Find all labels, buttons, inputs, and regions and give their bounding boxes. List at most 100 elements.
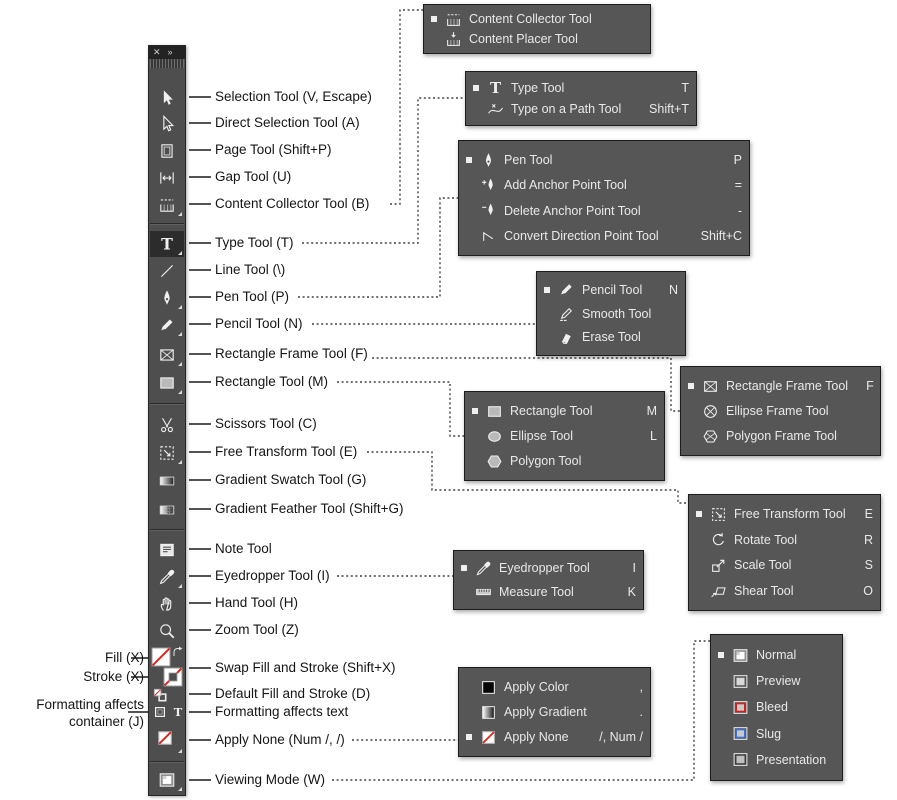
tool-direct-selection[interactable]: [150, 111, 184, 137]
flyout-item[interactable]: Normal: [718, 646, 835, 664]
tool-note[interactable]: [150, 537, 184, 563]
tool-zoom[interactable]: [150, 618, 184, 644]
flyout-item[interactable]: Polygon Tool: [472, 452, 657, 470]
flyout-item[interactable]: Smooth Tool: [544, 305, 678, 323]
tool-pen[interactable]: [150, 285, 184, 311]
callout-label: Type Tool (T): [215, 235, 294, 250]
callout-label: Swap Fill and Stroke (Shift+X): [215, 660, 396, 675]
tool-apply-none[interactable]: [150, 725, 184, 755]
slug-icon: [730, 725, 750, 743]
tool-eyedropper[interactable]: [150, 564, 184, 590]
flyout-item-shortcut: ,: [639, 680, 643, 694]
tool-selection[interactable]: [150, 85, 184, 111]
flyout-item[interactable]: Polygon Frame Tool: [688, 427, 873, 445]
tool-default-fill-stroke[interactable]: [150, 687, 184, 703]
flyout-item-label: Polygon Frame Tool: [726, 429, 837, 443]
callout-label-fill: Fill (X): [105, 650, 144, 665]
tool-gap[interactable]: [150, 165, 184, 191]
flyout-item[interactable]: Content Placer Tool: [431, 30, 643, 48]
tool-rectangle-frame[interactable]: [150, 342, 184, 368]
current-tool-indicator: [688, 383, 694, 389]
callout-label: Pen Tool (P): [215, 289, 290, 304]
tool-page[interactable]: [150, 138, 184, 164]
tool-gradient-swatch[interactable]: [150, 468, 184, 494]
flyout-item-shortcut: M: [646, 404, 657, 418]
toolbar-separator: [150, 529, 184, 530]
ellipse-icon: [484, 427, 504, 445]
flyout-item-shortcut: I: [632, 561, 636, 576]
fill-swatch[interactable]: [151, 647, 171, 667]
viewing-mode-icon: [158, 771, 176, 789]
callout-label: Page Tool (Shift+P): [215, 142, 332, 157]
flyout-item[interactable]: Apply Color,: [466, 678, 643, 696]
flyout-item-label: Scale Tool: [734, 558, 792, 573]
toolbar-separator: [150, 761, 184, 762]
flyout-item[interactable]: Preview: [718, 672, 835, 690]
tool-content-collector[interactable]: [150, 192, 184, 218]
tool-line[interactable]: [150, 258, 184, 284]
close-icon[interactable]: ✕: [153, 47, 161, 57]
panel-grip[interactable]: [150, 59, 184, 68]
flyout-item-label: Convert Direction Point Tool: [504, 228, 659, 243]
flyout-item[interactable]: Apply None/, Num /: [466, 728, 643, 746]
flyout-item[interactable]: Bleed: [718, 698, 835, 716]
tool-pencil[interactable]: [150, 312, 184, 338]
flyout-item[interactable]: Eyedropper Tool I: [461, 559, 636, 577]
flyout-item[interactable]: Erase Tool: [544, 328, 678, 346]
tool-rectangle[interactable]: [150, 370, 184, 396]
flyout-item[interactable]: Add Anchor Point Tool=: [466, 176, 742, 194]
current-tool-indicator: [696, 511, 702, 518]
swap-fill-stroke-icon[interactable]: [172, 646, 184, 658]
formatting-affects-text-icon[interactable]: T: [171, 705, 185, 719]
flyout-item-label: Bleed: [756, 700, 788, 715]
stroke-swatch[interactable]: [163, 667, 183, 687]
flyout-item-label: Eyedropper Tool: [499, 561, 590, 576]
callout-label: Direct Selection Tool (A): [215, 115, 360, 130]
fill-stroke-controls: [150, 646, 184, 690]
flyout-item[interactable]: Content Collector Tool: [431, 10, 643, 28]
flyout-item[interactable]: Slug: [718, 725, 835, 743]
flyout-item[interactable]: Ellipse Frame Tool: [688, 402, 873, 420]
flyout-item-shortcut: =: [734, 178, 742, 193]
flyout-item[interactable]: Delete Anchor Point Tool-: [466, 202, 742, 220]
tool-free-transform[interactable]: [150, 440, 184, 466]
flyout-item[interactable]: Apply Gradient.: [466, 703, 643, 721]
hand-icon: [158, 595, 176, 613]
flyout-item-label: Pen Tool: [504, 153, 553, 168]
tool-viewing-mode[interactable]: [150, 767, 184, 793]
callout-label: Viewing Mode (W): [215, 772, 326, 787]
tool-hand[interactable]: [150, 591, 184, 617]
formatting-affects-container-icon[interactable]: [153, 705, 167, 719]
flyout-item[interactable]: Presentation: [718, 751, 835, 769]
free-transform-icon: [708, 505, 728, 523]
rect-frame-icon: [700, 377, 720, 395]
tool-type[interactable]: T: [150, 231, 184, 257]
toolbar-separator: [150, 223, 184, 224]
collapse-panel-icon[interactable]: »: [167, 47, 173, 57]
flyout-item-shortcut: T: [681, 80, 689, 95]
current-tool-indicator: [544, 286, 550, 293]
flyout-item-shortcut: /, Num /: [599, 730, 643, 744]
callout-label: Default Fill and Stroke (D): [215, 686, 371, 701]
flyout-item-label: Content Placer Tool: [469, 32, 578, 46]
tool-scissors[interactable]: [150, 412, 184, 438]
flyout-item-shortcut: R: [863, 532, 873, 547]
tool-gradient-feather[interactable]: [150, 497, 184, 523]
